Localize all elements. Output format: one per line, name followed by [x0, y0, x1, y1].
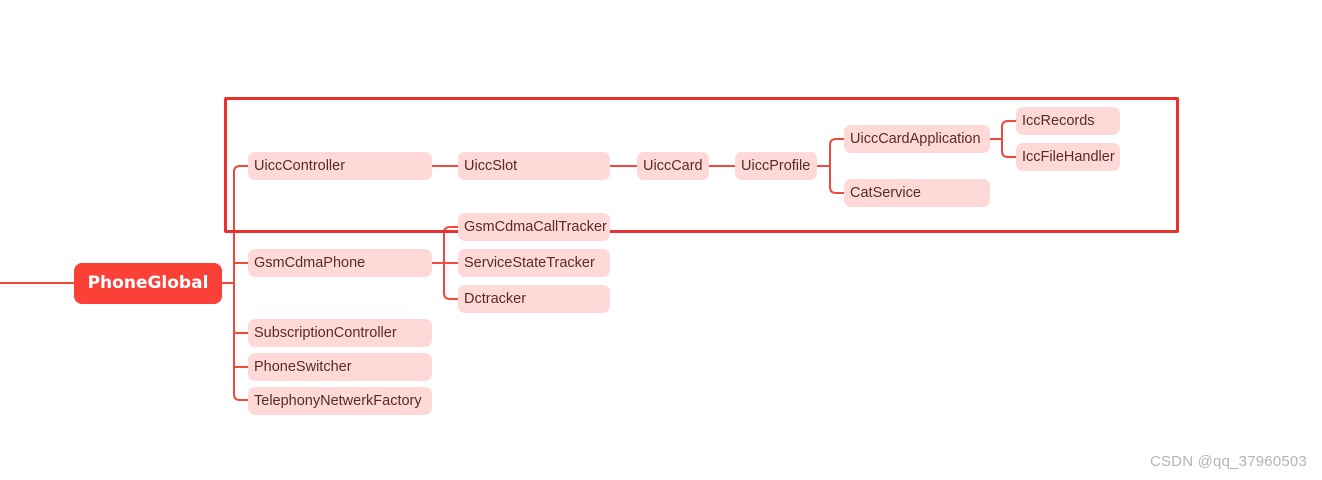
node-phoneswitcher[interactable]: PhoneSwitcher: [248, 353, 432, 381]
node-gsmcdmaphone[interactable]: GsmCdmaPhone: [248, 249, 432, 277]
node-servicestatetracker[interactable]: ServiceStateTracker: [458, 249, 610, 277]
node-uiccslot[interactable]: UiccSlot: [458, 152, 610, 180]
node-iccfilehandler[interactable]: IccFileHandler: [1016, 143, 1120, 171]
node-gsmcdmacalltracker[interactable]: GsmCdmaCallTracker: [458, 213, 610, 241]
node-subscriptioncontroller[interactable]: SubscriptionController: [248, 319, 432, 347]
node-uicccardapplication[interactable]: UiccCardApplication: [844, 125, 990, 153]
uicc-highlight-box: [224, 97, 1179, 233]
node-dctracker[interactable]: Dctracker: [458, 285, 610, 313]
node-uiccprofile[interactable]: UiccProfile: [735, 152, 817, 180]
watermark-text: CSDN @qq_37960503: [1149, 453, 1307, 470]
node-uicccard[interactable]: UiccCard: [637, 152, 709, 180]
node-iccrecords[interactable]: IccRecords: [1016, 107, 1120, 135]
node-catservice[interactable]: CatService: [844, 179, 990, 207]
root-node-phoneglobal[interactable]: PhoneGlobal: [74, 263, 222, 304]
uicccardapplication-children-connector: [1001, 120, 1017, 158]
node-telephonynetworkfactory[interactable]: TelephonyNetwerkFactory: [248, 387, 432, 415]
uiccprofile-children-connector: [829, 138, 845, 194]
node-uicccontroller[interactable]: UiccController: [248, 152, 432, 180]
spine-connector: [233, 165, 249, 401]
